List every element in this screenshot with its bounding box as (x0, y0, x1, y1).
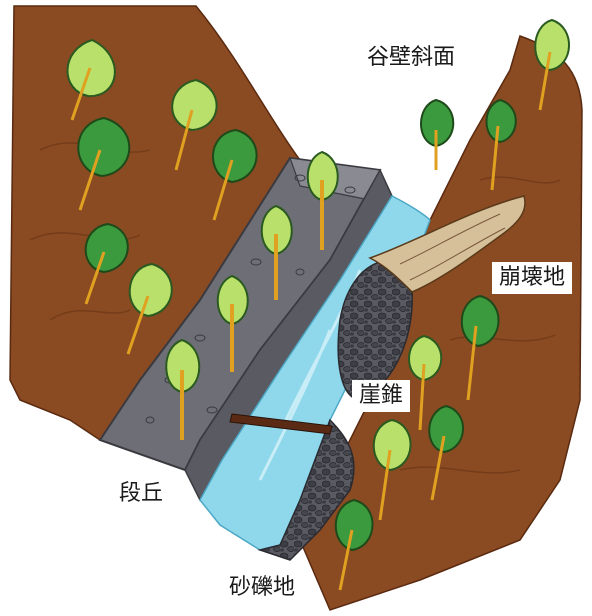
label-talus-cone: 崖錐 (352, 380, 410, 412)
tree-icon (421, 100, 453, 170)
label-gravel-bar: 砂礫地 (222, 572, 302, 604)
label-collapse-site: 崩壊地 (492, 262, 572, 294)
label-valley-slope: 谷壁斜面 (360, 42, 462, 74)
label-terrace: 段丘 (112, 478, 170, 510)
